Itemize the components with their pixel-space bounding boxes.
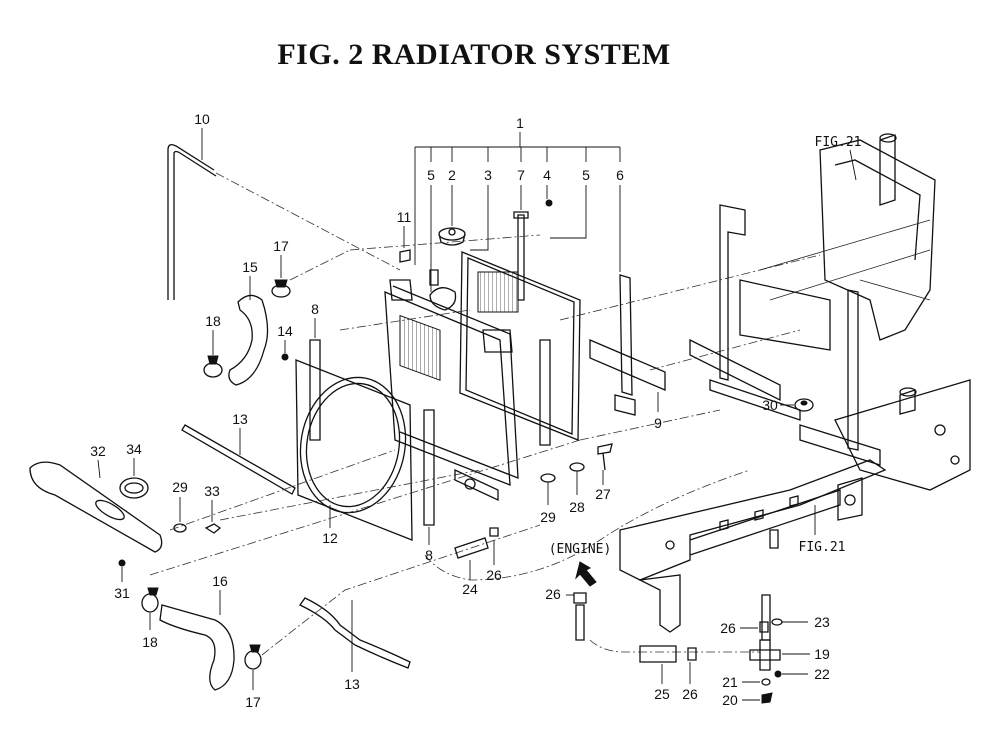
callout-29-right: 29 bbox=[540, 509, 556, 525]
callout-5-right: 5 bbox=[582, 167, 590, 183]
seal-strip-5 bbox=[429, 185, 587, 446]
callout-17-lower: 17 bbox=[245, 694, 261, 710]
callout-19: 19 bbox=[814, 646, 830, 662]
callout-30: 30 bbox=[762, 397, 778, 413]
frame-rail bbox=[619, 459, 887, 633]
drain-hose-24 bbox=[454, 537, 489, 580]
callout-9: 9 bbox=[654, 415, 662, 431]
bolt-20 bbox=[742, 692, 773, 704]
bolt-14 bbox=[281, 340, 289, 361]
callout-8-lower: 8 bbox=[425, 547, 433, 563]
radiator-cap-2 bbox=[438, 185, 466, 246]
callout-13-upper: 13 bbox=[232, 411, 248, 427]
nut-22 bbox=[774, 670, 808, 678]
callout-21: 21 bbox=[722, 674, 738, 690]
guard-plate-32 bbox=[29, 459, 163, 553]
washer-21 bbox=[742, 678, 771, 686]
tractor-frame bbox=[689, 133, 971, 491]
grommet-34 bbox=[119, 458, 149, 499]
valve-19 bbox=[749, 639, 810, 671]
washer-28 bbox=[569, 462, 585, 495]
callout-26-drain: 26 bbox=[486, 567, 502, 583]
callout-8-upper: 8 bbox=[311, 301, 319, 317]
callout-16: 16 bbox=[212, 573, 228, 589]
callout-26-hose: 26 bbox=[682, 686, 698, 702]
hose-clamp-18-lower bbox=[141, 587, 159, 630]
callout-25: 25 bbox=[654, 686, 670, 702]
callout-10: 10 bbox=[194, 111, 210, 127]
callout-20: 20 bbox=[722, 692, 738, 708]
ref-fig21-top: FIG.21 bbox=[815, 135, 862, 150]
rail-9 bbox=[589, 339, 666, 412]
callout-1-bracket bbox=[414, 132, 621, 265]
callout-24: 24 bbox=[462, 581, 478, 597]
bracket-6 bbox=[614, 185, 636, 416]
callout-1: 1 bbox=[516, 115, 524, 131]
callout-13-lower: 13 bbox=[344, 676, 360, 692]
callout-3: 3 bbox=[484, 167, 492, 183]
callout-7: 7 bbox=[517, 167, 525, 183]
callout-34: 34 bbox=[126, 441, 142, 457]
fan-shroud-12 bbox=[295, 359, 413, 541]
callout-2: 2 bbox=[448, 167, 456, 183]
bolt-31 bbox=[118, 559, 126, 582]
callout-22: 22 bbox=[814, 666, 830, 682]
ref-fig21-right: FIG.21 bbox=[799, 540, 846, 555]
callout-17-upper: 17 bbox=[273, 238, 289, 254]
seal-strip-13-upper bbox=[181, 424, 296, 495]
fitting-26-b bbox=[566, 592, 587, 641]
hose-clamp-18-upper bbox=[203, 330, 223, 378]
callout-18-upper: 18 bbox=[205, 313, 221, 329]
nut-33 bbox=[204, 500, 222, 534]
bolt-4 bbox=[545, 185, 553, 207]
clip-26-a bbox=[489, 527, 499, 565]
callout-32: 32 bbox=[90, 443, 106, 459]
ref-engine: (ENGINE) bbox=[549, 542, 612, 557]
callout-6: 6 bbox=[616, 167, 624, 183]
callout-28: 28 bbox=[569, 499, 585, 515]
callout-33: 33 bbox=[204, 483, 220, 499]
callout-26-engine: 26 bbox=[545, 586, 561, 602]
callout-31: 31 bbox=[114, 585, 130, 601]
post-8-right bbox=[423, 409, 435, 545]
upper-hose-15 bbox=[228, 276, 269, 386]
callout-18-lower: 18 bbox=[142, 634, 158, 650]
engine-arrow bbox=[575, 561, 597, 587]
callout-29-left: 29 bbox=[172, 479, 188, 495]
clip-26-c bbox=[687, 647, 697, 684]
hose-25 bbox=[639, 645, 677, 684]
callout-4: 4 bbox=[543, 167, 551, 183]
lower-hose-16 bbox=[159, 590, 235, 691]
screen-panel-3 bbox=[459, 251, 581, 441]
callout-27: 27 bbox=[595, 486, 611, 502]
hose-clamp-17-lower bbox=[244, 644, 262, 690]
radiator-core bbox=[384, 185, 519, 502]
post-8-left bbox=[309, 318, 321, 441]
washer-23 bbox=[771, 618, 808, 626]
assembly-lines bbox=[149, 234, 821, 656]
callout-12: 12 bbox=[322, 530, 338, 546]
clip-26-d bbox=[740, 621, 769, 633]
plug-11 bbox=[399, 226, 411, 263]
figure-title: FIG. 2 RADIATOR SYSTEM bbox=[277, 38, 671, 71]
overflow-tube-10 bbox=[167, 128, 401, 300]
bolt-27 bbox=[597, 443, 613, 485]
callout-15: 15 bbox=[242, 259, 258, 275]
callout-26-pipe: 26 bbox=[720, 620, 736, 636]
washer-29-left bbox=[173, 497, 187, 533]
callout-11: 11 bbox=[397, 209, 412, 225]
pipe-upper bbox=[761, 529, 779, 641]
callout-14: 14 bbox=[277, 323, 293, 339]
callout-labels: 1 2 3 4 5 5 6 7 8 8 9 10 11 12 13 13 14 … bbox=[90, 111, 861, 710]
callout-5-left: 5 bbox=[427, 167, 435, 183]
hose-clamp-17-upper bbox=[271, 255, 291, 298]
callout-23: 23 bbox=[814, 614, 830, 630]
washer-29-right bbox=[540, 473, 556, 505]
seal-strip-13-lower bbox=[299, 597, 411, 672]
